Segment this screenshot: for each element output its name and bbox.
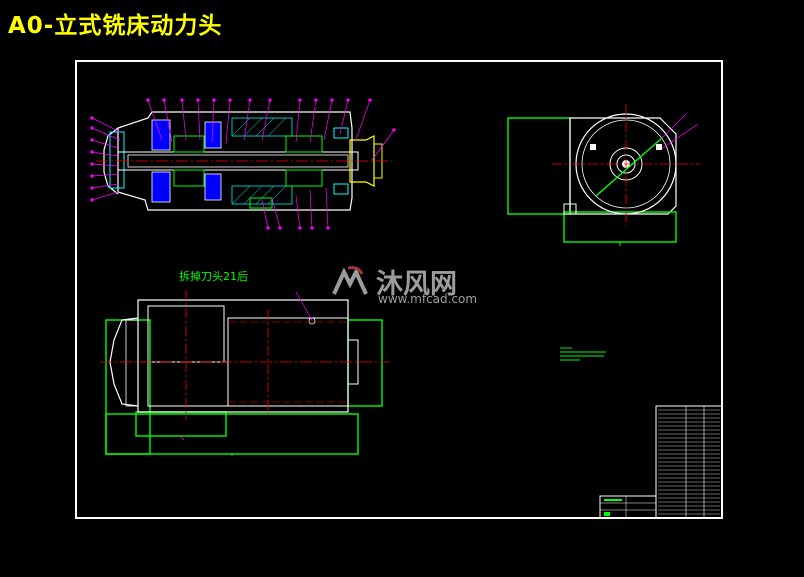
end-view: [507, 104, 700, 246]
watermark-url: www.mfcad.com: [378, 292, 478, 306]
drawing-frame: [75, 60, 723, 519]
technical-notes: [560, 347, 606, 361]
plan-view-label: 拆掉刀头21后: [179, 270, 248, 283]
title-block: [599, 405, 723, 519]
watermark-brand: 沐风网: [376, 269, 457, 300]
section-view: [90, 98, 396, 230]
plan-view: [100, 290, 390, 456]
drawing-title: A0-立式铣床动力头: [8, 13, 223, 39]
watermark-logo-icon: [332, 265, 368, 295]
watermark: 沐风网 www.mfcad.com: [330, 262, 477, 306]
